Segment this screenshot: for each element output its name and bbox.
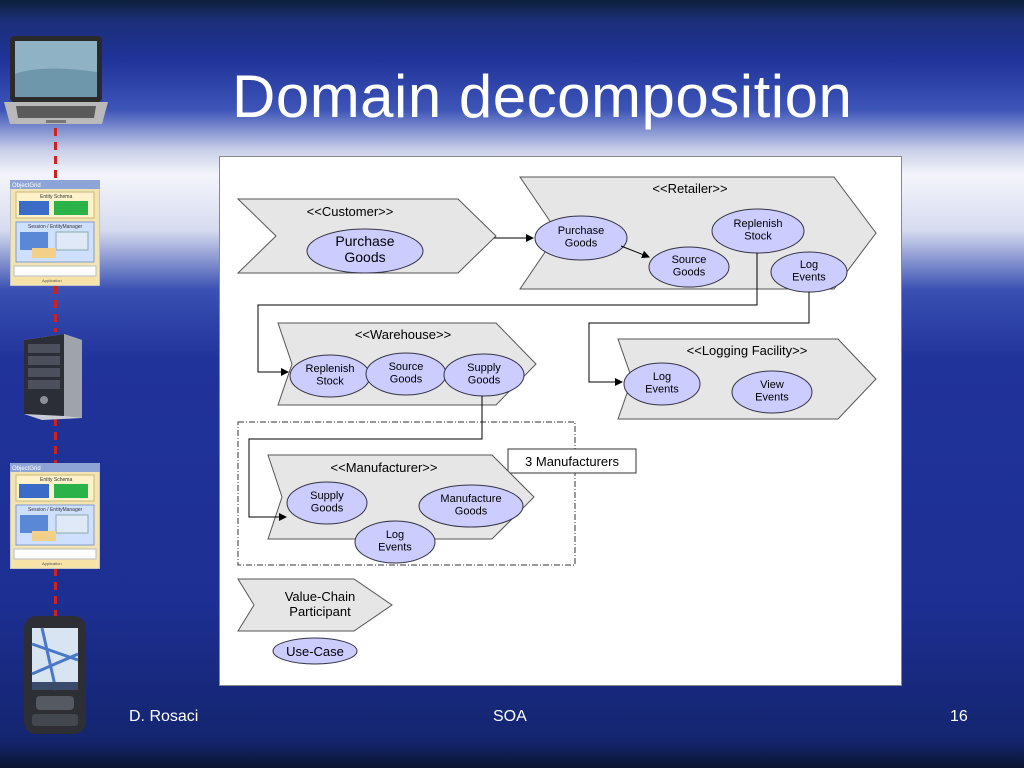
application-text: Application	[42, 561, 62, 566]
manufacturers-note-text: 3 Manufacturers	[525, 454, 619, 469]
dashed-connector	[54, 568, 57, 616]
dashed-connector	[54, 286, 57, 332]
legend-usecase-text: Use-Case	[286, 644, 344, 659]
objectgrid-diagram-icon: ObjectGrid Entity Schema Session / Entit…	[10, 180, 100, 286]
usecase-text-line: Goods	[344, 249, 385, 265]
usecase-text-line: Supply	[310, 490, 344, 502]
warehouse-to-manufacturer-connector	[248, 396, 483, 521]
usecase-text-line: Goods	[565, 238, 598, 250]
purchase-to-source-connector	[620, 245, 650, 259]
server-tower-icon	[24, 334, 82, 420]
manufacturer-supply-goods-usecase	[286, 481, 368, 525]
usecase-text-line: Purchase	[335, 233, 394, 249]
usecase-text-line: Stock	[744, 231, 772, 243]
usecase-text-line: Log	[653, 371, 671, 383]
manufacturer-log-events-usecase	[354, 520, 436, 564]
legend-usecase-shape	[272, 637, 358, 665]
logging-view-events-usecase	[731, 370, 813, 414]
manufacturers-group-box	[237, 421, 576, 566]
entity-schema-text: Entity Schema	[40, 194, 72, 200]
warehouse-supply-goods-usecase	[443, 353, 525, 397]
usecase-text-line: Goods	[673, 267, 706, 279]
warehouse-label: <<Warehouse>>	[355, 327, 451, 342]
usecase-text-line: Events	[755, 392, 789, 404]
usecase-text-line: Goods	[390, 374, 423, 386]
laptop-icon	[4, 36, 108, 124]
retailer-label: <<Retailer>>	[652, 181, 727, 196]
session-text: Session / EntityManager	[28, 507, 83, 513]
usecase-text-line: Participant	[289, 604, 351, 619]
dashed-connector	[54, 418, 57, 464]
retailer-to-logging-connector	[588, 292, 810, 386]
usecase-text-line: Supply	[467, 362, 501, 374]
grid-title-text: ObjectGrid	[12, 183, 41, 189]
usecase-text-line: Source	[389, 361, 424, 373]
entity-schema-text: Entity Schema	[40, 477, 72, 483]
usecase-text-line: Goods	[468, 375, 501, 387]
usecase-text-line: Log	[800, 259, 818, 271]
retailer-source-goods-usecase	[648, 246, 730, 288]
usecase-text-line: Events	[792, 272, 826, 284]
usecase-text-line: Replenish	[306, 363, 355, 375]
logging-log-events-usecase	[623, 362, 701, 406]
usecase-text-line: Purchase	[558, 225, 604, 237]
usecase-text-line: Replenish	[734, 218, 783, 230]
left-icon-column: ObjectGrid Entity Schema Session / Entit…	[0, 0, 112, 768]
slide-title: Domain decomposition	[232, 63, 853, 130]
legend-participant-shape	[237, 578, 393, 632]
footer-author: D. Rosaci	[129, 708, 199, 725]
retailer-replenish-stock-usecase	[711, 208, 805, 254]
session-text: Session / EntityManager	[28, 224, 83, 230]
usecase-text-line: Events	[378, 542, 412, 554]
usecase-text-line: Value-Chain	[285, 589, 356, 604]
logging-facility-label: <<Logging Facility>>	[687, 343, 808, 358]
usecase-text-line: Source	[672, 254, 707, 266]
usecase-text-line: Events	[645, 384, 679, 396]
usecase-text-line: Goods	[455, 506, 488, 518]
mobile-phone-icon	[24, 616, 86, 734]
objectgrid-diagram-icon: ObjectGrid Entity Schema Session / Entit…	[10, 463, 100, 569]
usecase-text-line: Stock	[316, 376, 344, 388]
manufacturer-label: <<Manufacturer>>	[331, 460, 438, 475]
application-text: Application	[42, 278, 62, 283]
usecase-text-line: Manufacture	[440, 493, 501, 505]
retailer-to-warehouse-connector	[257, 253, 758, 376]
footer-center: SOA	[493, 708, 527, 725]
grid-title-text: ObjectGrid	[12, 466, 41, 472]
manufacturers-note-box	[507, 448, 637, 474]
customer-label: <<Customer>>	[307, 204, 394, 219]
footer-page-number: 16	[950, 708, 968, 725]
manufacturer-manufacture-goods-usecase	[418, 484, 524, 528]
dashed-connector	[54, 128, 57, 180]
usecase-text-line: Goods	[311, 503, 344, 515]
retailer-purchase-goods-usecase	[534, 215, 628, 261]
usecase-text-line: View	[760, 379, 784, 391]
customer-purchase-goods-usecase	[306, 228, 424, 274]
usecase-text-line: Log	[386, 529, 404, 541]
